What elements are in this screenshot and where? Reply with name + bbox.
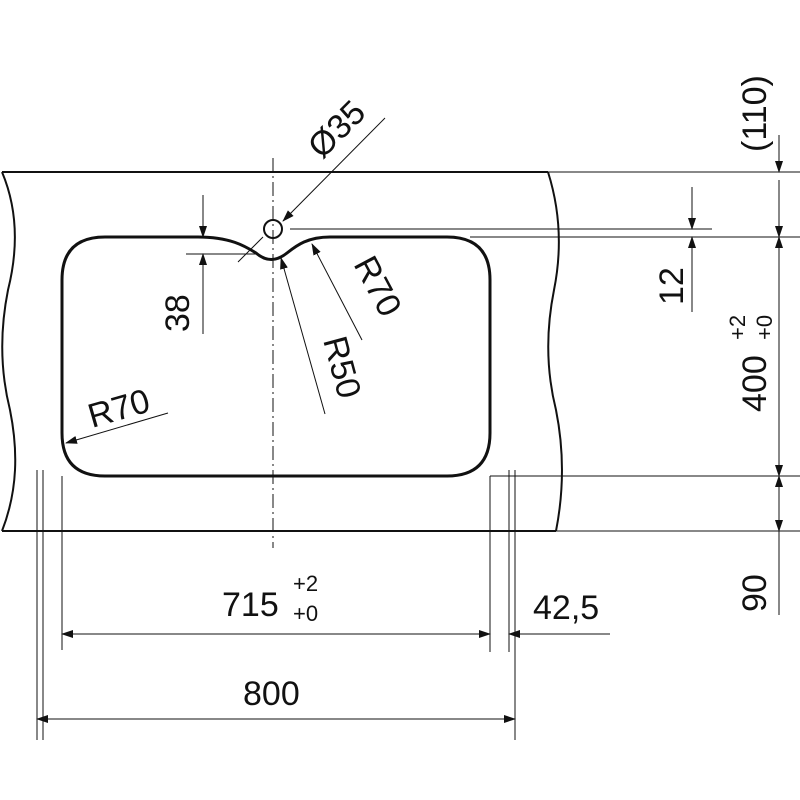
- label-depth-cutout: 400: [736, 355, 774, 412]
- label-notch-radius-inner: R50: [315, 332, 368, 402]
- countertop-left-break: [1, 171, 17, 532]
- label-tap-hole: Ø35: [301, 93, 373, 165]
- r50-leader: [280, 257, 326, 415]
- dimension-lines: [36, 117, 800, 740]
- label-width-cutout-tol-plus: +2: [293, 571, 318, 596]
- label-right-margin: 42,5: [533, 589, 599, 627]
- dimension-labels: Ø35 R70 R50 R70 38 715 +2 +0 42,5 800 (1…: [84, 75, 777, 713]
- r70-corner-leader: [65, 412, 169, 444]
- label-width-total: 800: [243, 675, 300, 713]
- label-depth-cutout-tol-plus: +2: [725, 315, 750, 340]
- countertop-right-break: [547, 171, 563, 532]
- label-top-margin: (110): [736, 75, 774, 152]
- label-width-cutout-tol-minus: +0: [293, 601, 318, 626]
- r70-notch-leader: [311, 243, 363, 341]
- label-notch-offset: 12: [653, 267, 691, 305]
- dia35-leader: [282, 117, 386, 222]
- dia35-leader-tail: [237, 236, 264, 263]
- label-bottom-margin: 90: [736, 574, 774, 612]
- countertop-outline: [1, 171, 563, 532]
- label-notch-radius-outer: R70: [346, 250, 409, 323]
- label-depth-cutout-tol-minus: +0: [752, 315, 777, 340]
- label-edge-radius: R70: [84, 382, 154, 436]
- sink-cutout-outline: [60, 235, 492, 478]
- label-notch-depth: 38: [159, 294, 197, 332]
- label-width-cutout: 715: [222, 586, 279, 624]
